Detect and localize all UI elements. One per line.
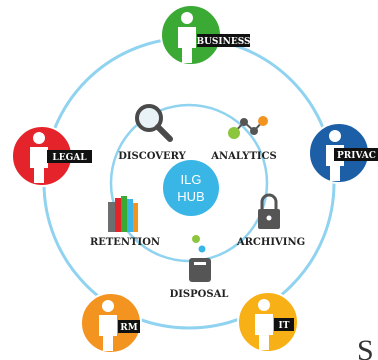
edge-text-fragment: S (357, 334, 374, 360)
role-rm: RM (80, 292, 142, 354)
shredder-icon (189, 235, 211, 282)
hub: ILG HUB (163, 160, 219, 216)
analytics-label: ANALYTICS (210, 151, 277, 162)
it-label: IT (279, 321, 290, 331)
magnifier-icon (135, 104, 173, 142)
privacy-tag (334, 148, 378, 161)
padlock-icon (258, 193, 280, 229)
person-icon (178, 12, 196, 63)
archiving-label: ARCHIVING (236, 237, 305, 248)
rm-tag (118, 320, 140, 333)
business-tag (197, 34, 250, 47)
it-tag (274, 318, 294, 331)
function-analytics: ANALYTICS (210, 116, 277, 162)
function-discovery: DISCOVERY (118, 104, 187, 162)
discovery-label: DISCOVERY (118, 151, 186, 162)
network-nodes-icon (228, 116, 268, 139)
person-icon (255, 299, 273, 350)
role-business: BUSINESS (160, 4, 251, 66)
hub-circle (163, 160, 219, 216)
hub-line-2: HUB (177, 189, 204, 204)
role-legal: LEGAL (11, 125, 92, 187)
person-icon (30, 132, 48, 183)
person-icon (99, 300, 117, 351)
function-retention: RETENTION (90, 196, 160, 248)
legal-tag (47, 150, 92, 163)
role-privacy: PRIVAC (308, 122, 378, 184)
function-archiving: ARCHIVING (236, 193, 305, 248)
role-it: IT (237, 291, 299, 353)
disposal-label: DISPOSAL (170, 289, 229, 300)
privacy-label: PRIVAC (337, 151, 376, 161)
retention-label: RETENTION (90, 237, 160, 248)
hub-line-1: ILG (181, 172, 202, 187)
business-label: BUSINESS (196, 37, 250, 47)
function-disposal: DISPOSAL (170, 235, 229, 300)
legal-label: LEGAL (52, 153, 87, 163)
file-stack-icon (108, 196, 138, 232)
rm-label: RM (120, 323, 137, 333)
